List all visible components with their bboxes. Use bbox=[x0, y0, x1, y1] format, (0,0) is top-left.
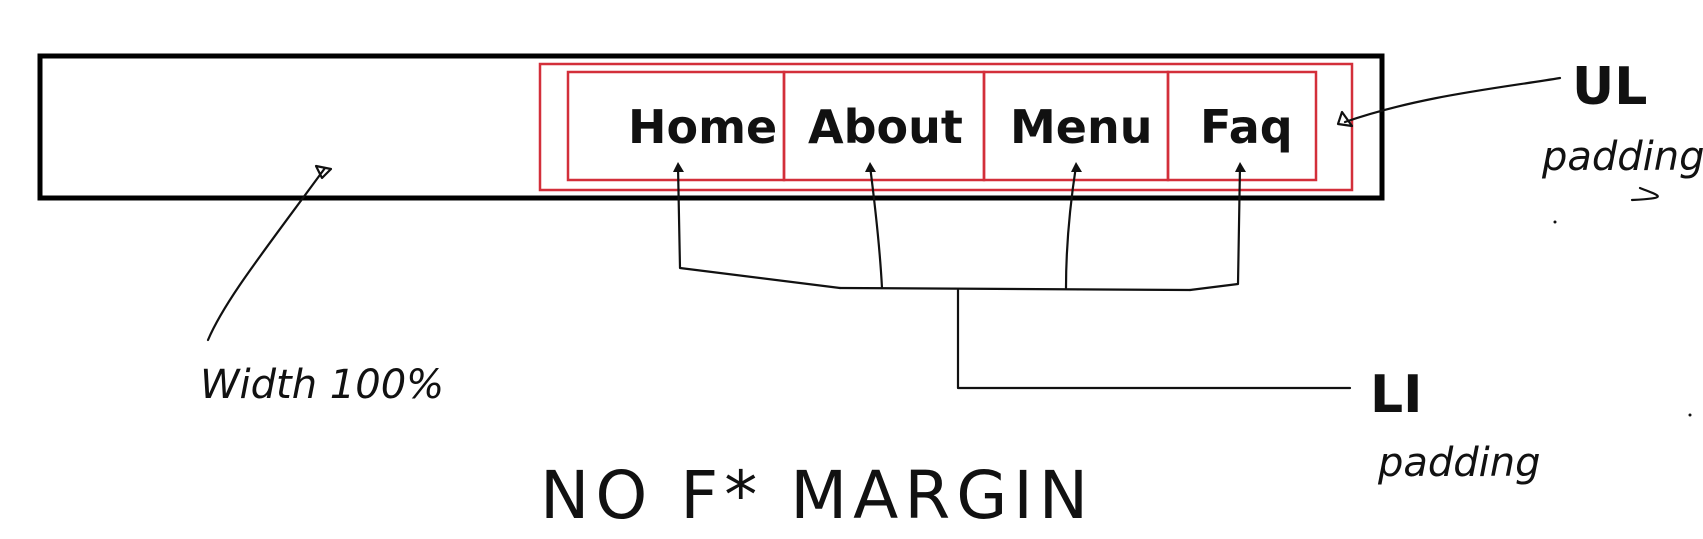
li-arrow-menu bbox=[1064, 164, 1078, 290]
li-arrow-about bbox=[868, 164, 884, 290]
ul-arrow bbox=[1343, 76, 1562, 124]
li-arrowhead-home bbox=[673, 162, 684, 172]
stray-dot-2 bbox=[1688, 413, 1692, 417]
li-arrowhead-faq bbox=[1235, 162, 1246, 172]
width-arrowhead bbox=[314, 164, 333, 180]
nav-item-menu[interactable]: Menu bbox=[1010, 100, 1152, 154]
container-box bbox=[37, 53, 1385, 201]
ul-note-underline bbox=[1630, 186, 1659, 202]
nav-item-about[interactable]: About bbox=[808, 100, 963, 154]
nav-item-home[interactable]: Home bbox=[628, 100, 777, 154]
li-arrow-home bbox=[676, 164, 842, 290]
ul-label: UL bbox=[1572, 57, 1647, 117]
width-arrow bbox=[206, 166, 327, 342]
li-bracket-base bbox=[838, 286, 1192, 292]
ul-note: padding bbox=[1541, 134, 1703, 180]
stray-dot-1 bbox=[1553, 220, 1557, 224]
li-note: padding bbox=[1377, 440, 1541, 486]
li-label: LI bbox=[1370, 365, 1422, 425]
li-bracket-stem bbox=[956, 288, 1352, 390]
li-outline-faq bbox=[1166, 70, 1318, 182]
li-arrowhead-menu bbox=[1071, 162, 1082, 172]
width-note: Width 100% bbox=[200, 362, 444, 408]
li-arrow-faq bbox=[1188, 164, 1242, 292]
nav-item-faq[interactable]: Faq bbox=[1200, 100, 1293, 154]
ul-arrowhead bbox=[1336, 110, 1354, 128]
li-arrowhead-about bbox=[865, 162, 876, 172]
margin-note: NO F* MARGIN bbox=[540, 457, 1094, 534]
